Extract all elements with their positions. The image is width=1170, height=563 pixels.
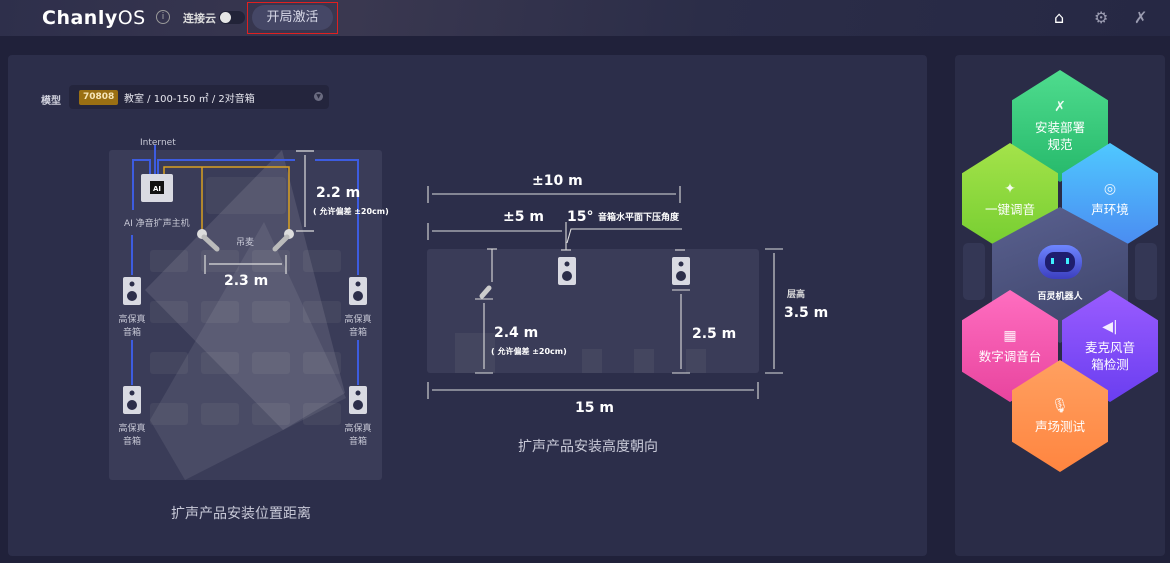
side-stub: [1135, 243, 1157, 300]
gear-icon[interactable]: ⚙: [1094, 8, 1109, 27]
speaker-icon: ◀|: [1102, 319, 1118, 335]
speaker-label: 音箱: [349, 435, 367, 447]
diagrams: Internet AI AI 净音扩声主机 吊麦 2.3 m 2.2 m ( 允…: [109, 138, 828, 480]
speaker-label: 音箱: [123, 326, 141, 338]
logo: ChanlyOS: [42, 7, 146, 29]
menu-label: 声环境: [1091, 201, 1129, 217]
side-stub: [963, 243, 985, 300]
height-caption: 扩声产品安装高度朝向: [518, 439, 658, 455]
room-length: 15 m: [575, 400, 614, 416]
chevron-down-icon: ▼: [314, 92, 323, 101]
menu-label: 一键调音: [984, 201, 1035, 217]
floor-label: 层高: [787, 288, 805, 300]
mic-icon: [479, 285, 492, 299]
speaker-label: 音箱: [349, 326, 367, 338]
speaker-label: 高保真: [344, 422, 371, 434]
home-icon[interactable]: ⌂: [1054, 8, 1065, 27]
tools-icon[interactable]: ✗: [1134, 8, 1148, 27]
ai-badge: AI: [153, 185, 161, 193]
menu-label: 安装部署规范: [1034, 120, 1085, 152]
dimension-lines: [204, 150, 314, 274]
sparkle-icon: ✦: [1004, 180, 1016, 197]
host-label: AI 净音扩声主机: [124, 217, 190, 229]
desks: [150, 177, 341, 425]
highlight-box: [247, 2, 338, 34]
speaker-label: 音箱: [123, 435, 141, 447]
range-10: ±10 m: [532, 173, 583, 189]
cloud-label: 连接云: [183, 12, 216, 25]
coverage-beam: [150, 222, 346, 480]
speaker-label: 高保真: [118, 313, 145, 325]
menu-label: 麦克风音箱检测: [1084, 340, 1135, 372]
floor-height: 3.5 m: [784, 305, 828, 321]
speaker-label: 高保真: [344, 313, 371, 325]
target-icon: ◎: [1103, 180, 1117, 197]
room-floor: [109, 150, 382, 480]
mic-spacing: 2.3 m: [224, 273, 268, 289]
speaker-label: 高保真: [118, 422, 145, 434]
layout-caption: 扩声产品安装位置距离: [171, 506, 311, 522]
model-code-badge: 70808: [79, 90, 119, 105]
range-5: ±5 m: [503, 209, 544, 225]
top-bar: ChanlyOS i 连接云 开局激活 ⌂ ⚙ ✗: [0, 0, 1170, 36]
classroom-furniture: [455, 333, 706, 373]
cloud-toggle[interactable]: [219, 11, 245, 24]
model-value: 教室 / 100-150 ㎡ / 2对音箱: [124, 94, 255, 105]
model-select[interactable]: 70808 教室 / 100-150 ㎡ / 2对音箱 ▼: [69, 85, 329, 109]
mic-height: 2.4 m: [494, 325, 538, 341]
activate-button[interactable]: 开局激活: [252, 5, 333, 30]
blue-wires: [131, 145, 359, 385]
info-icon[interactable]: i: [156, 10, 170, 24]
menu-label: 声场测试: [1034, 418, 1085, 434]
menu-label: 数字调音台: [978, 348, 1042, 364]
internet-label: Internet: [140, 138, 176, 148]
menu-label: 百灵机器人: [1037, 291, 1083, 302]
angle-label: 音箱水平面下压角度: [598, 211, 680, 223]
mic-label: 吊麦: [236, 236, 254, 248]
tolerance-label: ( 允许偏差 ±20cm): [313, 206, 389, 216]
coverage-beam: [145, 150, 345, 430]
tolerance-label: ( 允许偏差 ±20cm): [491, 346, 567, 356]
tools-icon: ✗: [1054, 99, 1066, 115]
mic-icon: [272, 229, 294, 252]
angle-value: 15°: [567, 209, 593, 225]
orange-wires: [163, 166, 290, 230]
microphone-icon: 🎙: [1051, 397, 1069, 414]
speaker-height: 2.5 m: [692, 326, 736, 342]
mic-icon: [197, 229, 220, 252]
robot-avatar: [1038, 244, 1082, 279]
height-dimension-lines: [427, 186, 783, 399]
mixer-icon: ▦: [1003, 327, 1017, 344]
mic-height: 2.2 m: [316, 185, 360, 201]
model-label: 模型: [41, 96, 61, 107]
